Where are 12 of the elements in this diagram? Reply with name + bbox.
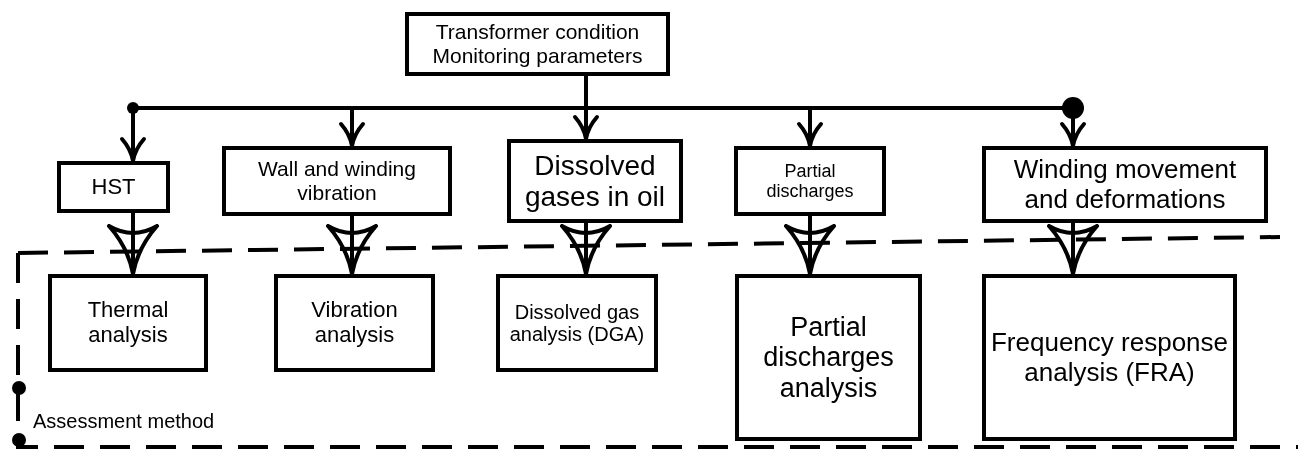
- process-box: Transformer condition Monitoring parameters: [405, 12, 670, 76]
- process-box: Frequency response analysis (FRA): [982, 274, 1237, 441]
- process-box: Vibration analysis: [274, 274, 435, 372]
- process-box: Thermal analysis: [48, 274, 208, 372]
- process-box: Partial discharges: [734, 146, 886, 216]
- process-box: Dissolved gas analysis (DGA): [496, 274, 658, 372]
- process-box: Wall and winding vibration: [222, 146, 452, 216]
- process-box: HST: [57, 161, 170, 213]
- process-box: Partial discharges analysis: [735, 274, 922, 441]
- process-box: Winding movement and deformations: [982, 146, 1268, 223]
- region-label: Assessment method: [33, 410, 215, 433]
- process-box: Dissolved gases in oil: [507, 139, 683, 223]
